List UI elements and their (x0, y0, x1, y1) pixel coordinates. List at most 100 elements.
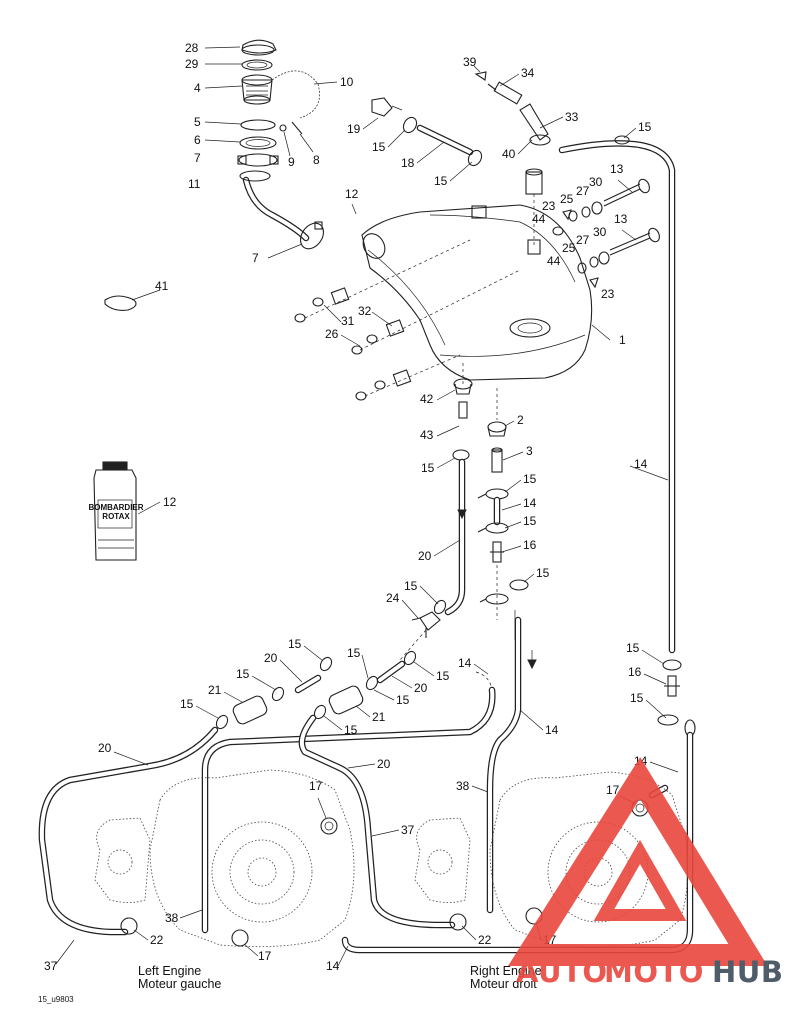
part-callout: 37 (401, 823, 415, 837)
part-callout: 30 (593, 225, 607, 239)
part-callout: 12 (163, 495, 177, 509)
logo-triangle-inner (593, 839, 687, 921)
part-callout: 15 (396, 693, 410, 707)
part-callout: 39 (463, 55, 477, 69)
part-callout: 17 (606, 783, 620, 797)
part-callout: 23 (601, 287, 615, 301)
part-callout: 17 (258, 949, 272, 963)
part-callout: 27 (576, 184, 590, 198)
filler-cap-assembly (237, 39, 325, 250)
part-callout: 15 (347, 646, 361, 660)
part-callout: 20 (414, 681, 428, 695)
part-callout: 15 (344, 723, 358, 737)
part-callout: 19 (347, 122, 361, 136)
watermark-logo: AUTO MOTO HUB (508, 757, 783, 989)
part-callout: 9 (288, 155, 295, 169)
part-callout: 21 (208, 683, 222, 697)
part-callout: 18 (401, 156, 415, 170)
part-callout: 20 (98, 741, 112, 755)
part-callout: 40 (502, 147, 516, 161)
part-callout: 13 (610, 162, 624, 176)
part-callout: 37 (44, 959, 58, 973)
part-callout: 22 (150, 933, 164, 947)
right-engine-caption-fr: Moteur droit (470, 977, 537, 991)
part-callout: 15 (630, 691, 644, 705)
pickup-line (477, 388, 529, 620)
part-callout: 10 (340, 75, 354, 89)
left-engine (94, 769, 355, 948)
part-callout: 20 (418, 549, 432, 563)
part-callout: 15 (536, 566, 550, 580)
part-callout: 38 (165, 911, 179, 925)
part-callout: 29 (185, 57, 199, 71)
part-callout: 5 (194, 115, 201, 129)
leader-lines (55, 46, 679, 967)
supply-hose-20-top (444, 449, 470, 616)
grommet-parts (453, 360, 473, 419)
part-callout: 17 (309, 779, 323, 793)
part-callout: 16 (628, 665, 642, 679)
part-callout: 15 (638, 120, 652, 134)
part-callout: 15 (180, 697, 194, 711)
part-callout: 15 (523, 472, 537, 486)
part-callout: 2 (517, 413, 524, 427)
document-id: 15_u9803 (38, 995, 74, 1004)
part-callout: 20 (377, 757, 391, 771)
part-callout: 31 (341, 314, 355, 328)
part-callout: 16 (523, 538, 537, 552)
part-callout: 42 (420, 392, 434, 406)
part-callout: 25 (560, 192, 574, 206)
part-callout: 3 (526, 444, 533, 458)
part-callout: 15 (404, 579, 418, 593)
part-callout: 44 (532, 212, 546, 226)
part-callout: 13 (614, 212, 628, 226)
left-engine-caption-en: Left Engine (138, 964, 201, 978)
part-callout: 32 (358, 304, 372, 318)
tank-mount-hardware (552, 178, 660, 289)
part-callout: 14 (326, 959, 340, 973)
part-callout: 24 (386, 591, 400, 605)
left-engine-caption-fr: Moteur gauche (138, 977, 221, 991)
part-callout: 12 (345, 187, 359, 201)
part-callout: 27 (576, 233, 590, 247)
part-callout: 15 (288, 637, 302, 651)
part-callout: 15 (626, 641, 640, 655)
part-callout: 41 (155, 279, 169, 293)
part-callout: 7 (194, 151, 201, 165)
bottle-brand-line2: ROTAX (102, 512, 130, 521)
part-callout: 38 (456, 779, 470, 793)
part-callout: 11 (188, 177, 201, 191)
part-callout: 6 (194, 133, 201, 147)
part-callout: 15 (523, 514, 537, 528)
part-callout: 15 (436, 669, 450, 683)
part-callout: 14 (523, 496, 537, 510)
logo-text-hub: HUB (712, 955, 783, 989)
bottle-brand-line1: BOMBARDIER (88, 503, 143, 512)
part-callout: 26 (325, 327, 339, 341)
part-callout: 1 (619, 333, 626, 347)
part-callout: 34 (521, 66, 535, 80)
part-callout: 15 (421, 461, 435, 475)
part-callout: 33 (565, 110, 579, 124)
fuel-filters-lines (215, 610, 537, 730)
part-callout: 30 (589, 175, 603, 189)
part-callout: 28 (185, 41, 199, 55)
part-callout: 21 (372, 710, 386, 724)
clip-41 (104, 295, 137, 311)
return-line-14 (558, 135, 696, 737)
y-fitting-24 (411, 599, 447, 638)
part-callout: 14 (545, 723, 559, 737)
part-callout: 20 (264, 651, 278, 665)
right-engine-caption-en: Right Engine (470, 964, 542, 978)
logo-text-auto: AUTO (516, 955, 608, 989)
tank-left-hardware (294, 239, 521, 401)
part-callout: 14 (634, 457, 648, 471)
part-callout: 15 (434, 174, 448, 188)
logo-triangle-outer (508, 757, 768, 966)
vent-line-parts (371, 71, 551, 245)
logo-text-moto: MOTO (604, 955, 704, 989)
part-callout: 44 (547, 254, 561, 268)
